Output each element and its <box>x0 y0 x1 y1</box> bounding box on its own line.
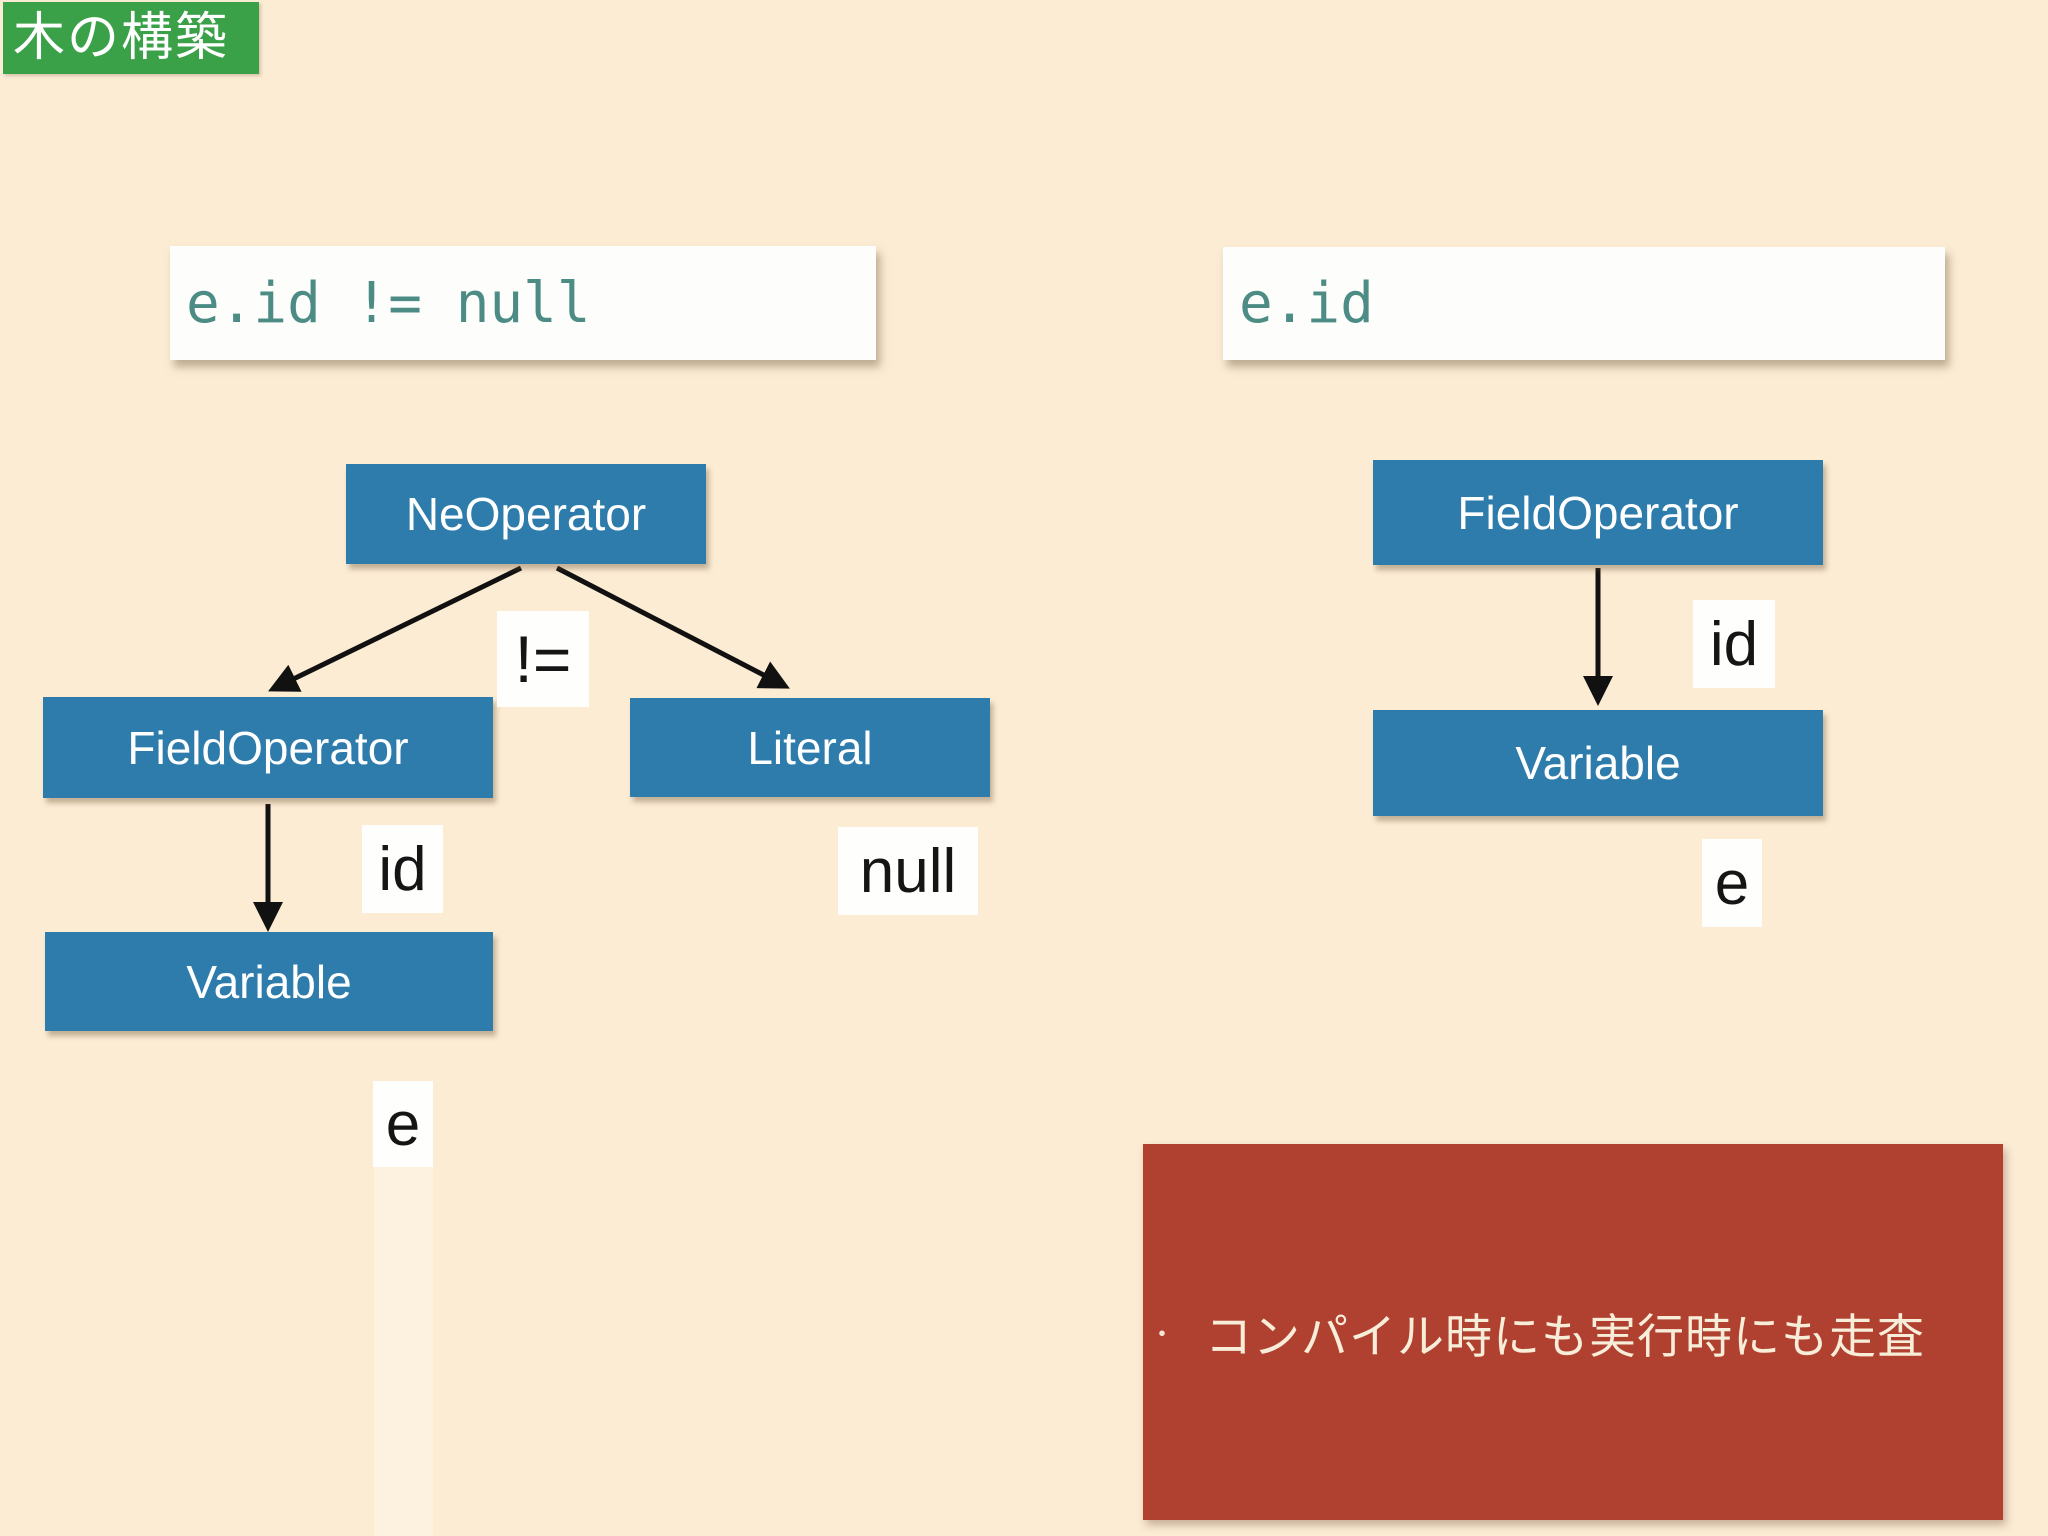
label-variable-e-left: e <box>373 1081 433 1167</box>
label-null: null <box>838 827 978 915</box>
slide-title-badge: 木の構築 <box>3 2 259 74</box>
label-field-id-right: id <box>1693 600 1775 688</box>
label-variable-e-right: e <box>1702 839 1762 927</box>
note-bullet: ・ <box>1149 1318 1176 1349</box>
edge-root-to-fieldoperator <box>268 565 523 692</box>
code-text-right: e.id <box>1239 271 1374 336</box>
texture-artifact-band <box>374 1167 433 1536</box>
code-text-left: e.id != null <box>186 270 591 336</box>
code-box-left: e.id != null <box>170 246 876 360</box>
note-text: コンパイル時にも実行時にも走査 <box>1205 1309 1926 1363</box>
node-neoperator: NeOperator <box>346 464 706 564</box>
node-fieldoperator-right: FieldOperator <box>1373 460 1823 565</box>
note-box: ・ コンパイル時にも実行時にも走査 <box>1143 1144 2003 1520</box>
code-box-right: e.id <box>1223 247 1945 360</box>
edge-root-to-literal <box>555 565 790 689</box>
node-variable-left: Variable <box>45 932 493 1031</box>
node-fieldoperator-left: FieldOperator <box>43 697 493 798</box>
node-literal: Literal <box>630 698 990 797</box>
node-variable-right: Variable <box>1373 710 1823 816</box>
label-field-id-left: id <box>362 825 443 913</box>
label-operator: != <box>497 611 589 707</box>
